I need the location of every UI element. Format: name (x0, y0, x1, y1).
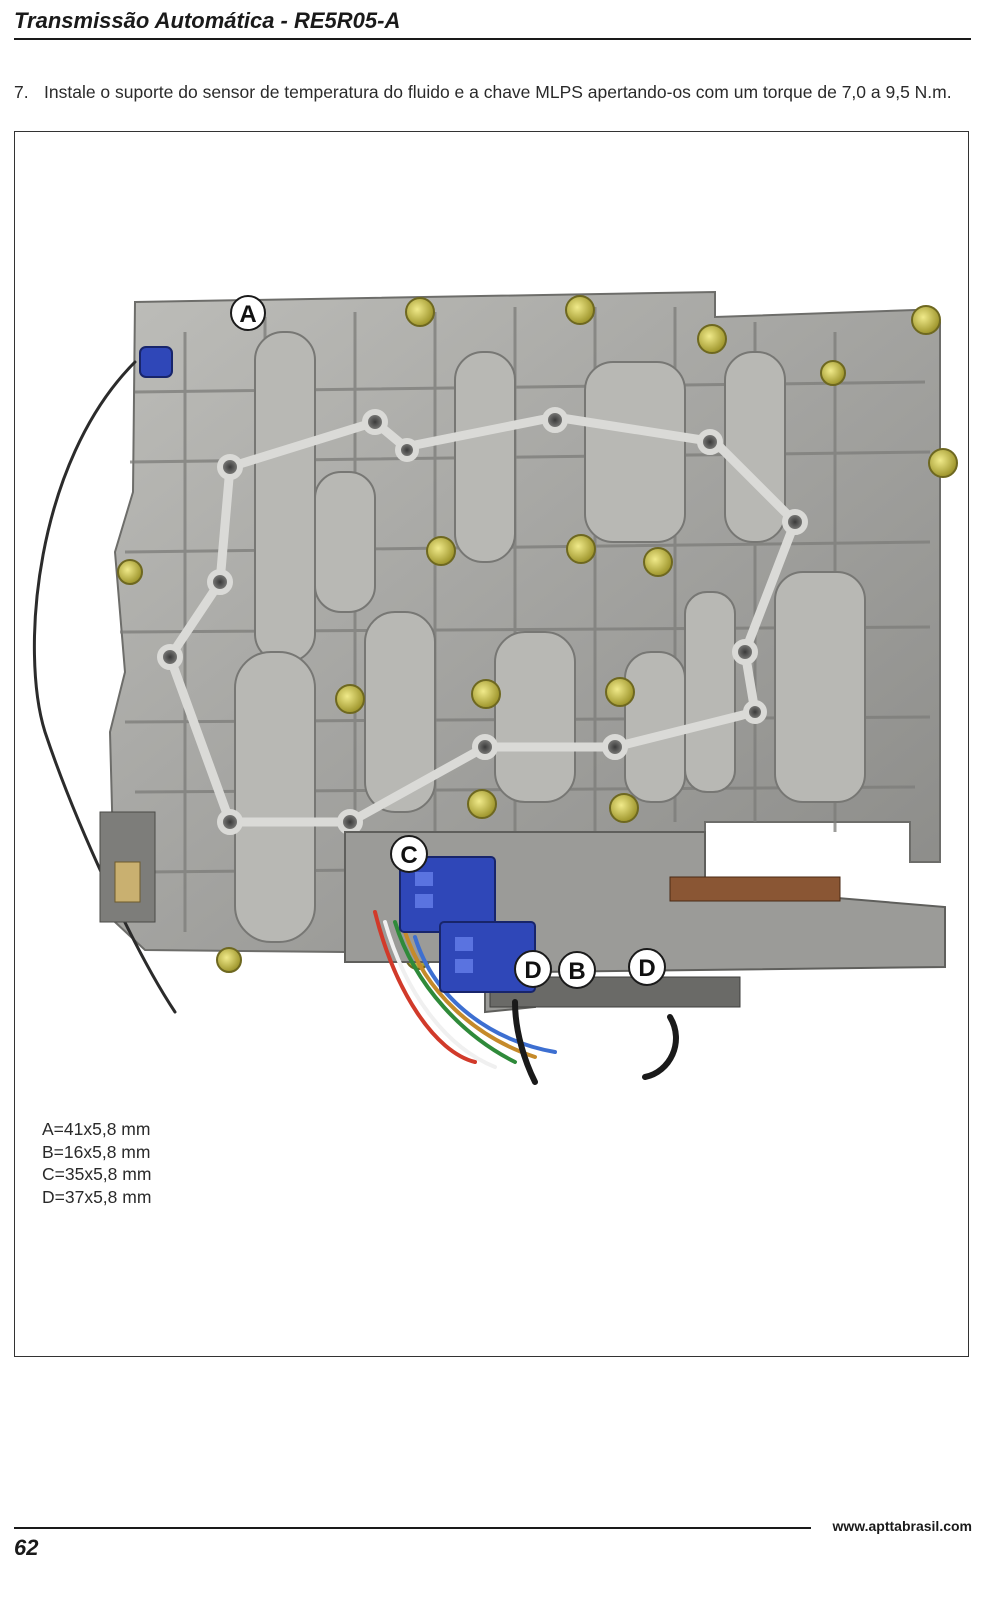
spec-item-b: B=16x5,8 mm (42, 1141, 151, 1162)
callout-a: A (230, 295, 266, 331)
callout-d-left-label: D (524, 957, 541, 984)
callout-b: B (558, 951, 596, 989)
callout-c-label: C (400, 842, 417, 869)
bolt-spec-list: A=41x5,8 mm B=16x5,8 mm C=35x5,8 mm D=37… (42, 1118, 151, 1208)
page-number: 62 (14, 1535, 39, 1560)
instruction-step: 7. Instale o suporte do sensor de tempera… (14, 82, 989, 103)
callout-d-right: D (628, 948, 666, 986)
callout-a-label: A (239, 301, 256, 328)
spec-item-d: D=37x5,8 mm (42, 1186, 152, 1207)
gasket-holes (157, 407, 808, 835)
callout-c: C (390, 835, 428, 873)
callout-d-left: D (514, 950, 552, 988)
step-text: Instale o suporte do sensor de temperatu… (44, 82, 952, 102)
detent-lever (669, 876, 841, 902)
wire-harness (32, 360, 679, 1085)
spec-item-a: A=41x5,8 mm (42, 1119, 151, 1139)
callout-b-label: B (568, 958, 585, 985)
figure-frame: A C D B D (14, 131, 969, 1357)
footer-url: www.apttabrasil.com (832, 1518, 972, 1534)
footer-divider (14, 1527, 811, 1529)
page-title: Transmissão Automática - RE5R05-A (14, 8, 401, 33)
temperature-sensor (139, 346, 173, 378)
header-divider (14, 38, 971, 40)
valve-body-photo: A C D B D (32, 290, 958, 1085)
callout-d-right-label: D (638, 955, 655, 982)
spool-bores (234, 331, 866, 943)
step-number: 7. (14, 82, 29, 102)
spec-item-c: C=35x5,8 mm (42, 1164, 152, 1184)
